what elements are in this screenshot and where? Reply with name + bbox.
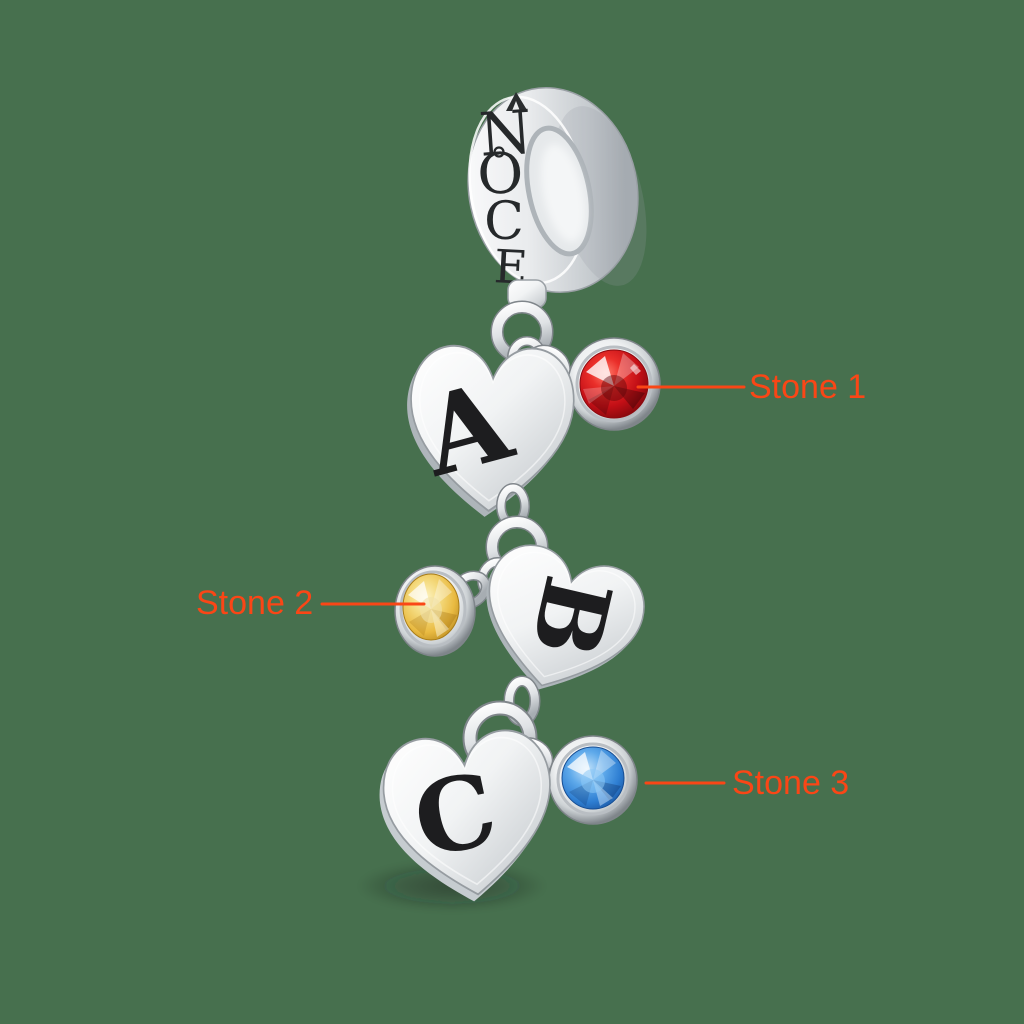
heart-charm-b: B bbox=[486, 544, 645, 690]
brand-engraving: N O C E bbox=[476, 92, 534, 295]
heart-charm-a: A bbox=[407, 344, 575, 517]
bail-hole bbox=[524, 125, 594, 257]
label-stone-1: Stone 1 bbox=[749, 368, 866, 406]
partial-engraved-letter bbox=[506, 92, 527, 111]
heart-charm-c: C bbox=[379, 729, 551, 902]
brand-letter-n: N bbox=[477, 97, 534, 170]
bail-ring: N O C E bbox=[467, 86, 647, 309]
stone-1-gem bbox=[579, 349, 649, 419]
stone-3 bbox=[548, 735, 638, 825]
brand-letter-o: O bbox=[476, 141, 524, 208]
stone-3-gem bbox=[561, 746, 625, 810]
label-stone-3: Stone 3 bbox=[732, 764, 849, 802]
label-stone-2: Stone 2 bbox=[196, 584, 313, 622]
annotation-stone-3: Stone 3 bbox=[644, 764, 849, 802]
brand-letter-c: C bbox=[484, 192, 524, 252]
stone-2 bbox=[394, 565, 476, 657]
heart-a-face bbox=[410, 344, 575, 513]
annotation-stone-1: Stone 1 bbox=[636, 368, 866, 406]
stone-2-gem bbox=[402, 573, 460, 641]
annotation-stone-2: Stone 2 bbox=[196, 584, 426, 622]
brand-o-ring-accent bbox=[493, 146, 505, 158]
heart-b-face bbox=[488, 544, 645, 687]
stone-1 bbox=[567, 337, 661, 431]
